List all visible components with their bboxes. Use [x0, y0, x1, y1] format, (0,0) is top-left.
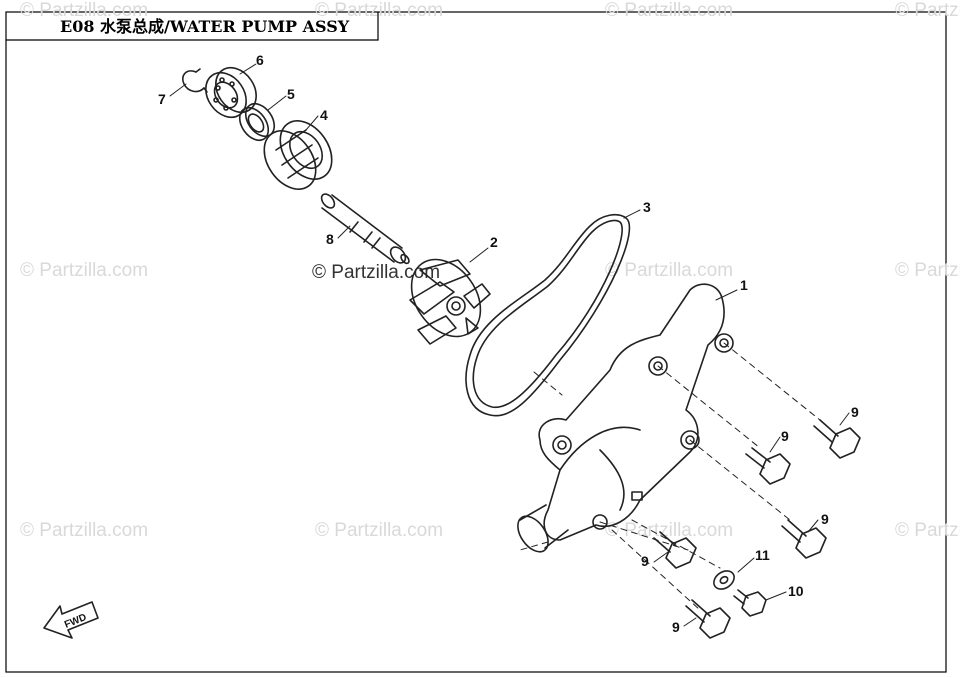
part-7-circlip[interactable]: [181, 68, 208, 93]
part-9-bolt-e[interactable]: [685, 599, 731, 639]
watermarks: © Partzilla.com © Partzilla.com © Partzi…: [20, 0, 960, 541]
drawing-frame: [5, 11, 947, 673]
watermark-text: © Partzilla.com: [895, 520, 960, 541]
callout-3: 3: [643, 199, 651, 215]
center-watermark: © Partzilla.com: [312, 262, 440, 283]
callout-9: 9: [641, 553, 649, 569]
callout-11: 11: [755, 547, 770, 563]
watermark-text: © Partzilla.com: [895, 0, 960, 21]
part-4-mechanical-seal[interactable]: [254, 111, 343, 199]
callout-2: 2: [490, 234, 498, 250]
watermark-text: © Partzilla.com: [605, 260, 733, 281]
callout-9: 9: [851, 404, 859, 420]
part-9-bolt-c[interactable]: [781, 519, 827, 559]
title-block: E08 水泵总成/WATER PUMP ASSY: [6, 12, 379, 41]
callout-leaders: [169, 63, 850, 627]
watermark-text: © Partzilla.com: [20, 520, 148, 541]
callout-5: 5: [287, 86, 295, 102]
watermark-text: © Partzilla.com: [20, 260, 148, 281]
fwd-arrow: FWD: [43, 601, 99, 639]
callout-labels: 1 2 3 4 5 6 7 8 9 9 9 9 11 10 9: [158, 52, 859, 635]
part-9-bolt-b[interactable]: [745, 447, 791, 485]
part-3-gasket[interactable]: [465, 213, 631, 417]
watermark-text: © Partzilla.com: [315, 520, 443, 541]
part-9-bolt-d[interactable]: [653, 531, 697, 569]
callout-8: 8: [326, 231, 334, 247]
callout-9: 9: [821, 511, 829, 527]
part-1-pump-cover[interactable]: [512, 283, 734, 557]
callout-9: 9: [781, 428, 789, 444]
callout-7: 7: [158, 91, 166, 107]
callout-4: 4: [320, 107, 328, 123]
assembly-lines: [519, 342, 821, 611]
watermark-text: © Partzilla.com: [20, 0, 148, 21]
watermark-text: © Partzilla.com: [315, 0, 443, 21]
callout-9: 9: [672, 619, 680, 635]
watermark-text: © Partzilla.com: [605, 520, 733, 541]
part-2-impeller[interactable]: [397, 246, 494, 349]
part-6-bearing[interactable]: [197, 60, 264, 125]
part-8-shaft[interactable]: [319, 192, 410, 266]
watermark-text: © Partzilla.com: [605, 0, 733, 21]
page-title: E08 水泵总成/WATER PUMP ASSY: [60, 17, 350, 36]
part-10-bolt[interactable]: [733, 589, 767, 617]
part-11-washer[interactable]: [710, 567, 737, 593]
part-9-bolt-a[interactable]: [813, 419, 861, 459]
callout-1: 1: [740, 277, 748, 293]
callout-10: 10: [788, 583, 804, 599]
callout-6: 6: [256, 52, 264, 68]
watermark-text: © Partzilla.com: [895, 260, 960, 281]
